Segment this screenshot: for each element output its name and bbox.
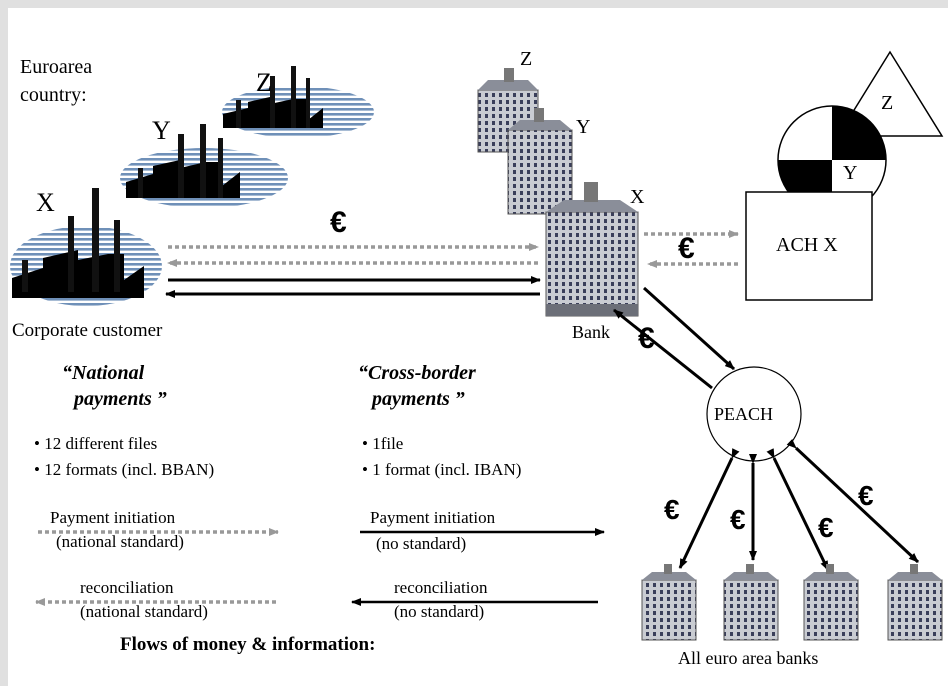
corporate-bank-arrows <box>165 243 541 298</box>
ach-z-label: Z <box>881 92 894 114</box>
ach-y-circle-icon <box>777 105 887 215</box>
crossborder-title-line1: “Cross-border <box>358 362 476 384</box>
bank-x-label: X <box>630 186 645 208</box>
national-bullet-2: • 12 formats (incl. BBAN) <box>34 460 215 479</box>
slide: Euroarea country: Z Y X Z Y X Z Y ACH X … <box>8 8 948 686</box>
euroarea-label-line2: country: <box>20 84 87 106</box>
peach-banks-arrows <box>678 438 920 571</box>
bank-z-label: Z <box>520 48 533 70</box>
factory-y-label: Y <box>152 116 171 145</box>
legend-national-initiation-line1: Payment initiation <box>50 508 176 527</box>
factory-z-label: Z <box>256 68 272 97</box>
legend-cb-initiation-line2: (no standard) <box>376 534 467 553</box>
ach-x-label: ACH X <box>776 234 838 256</box>
crossborder-bullet-2: • 1 format (incl. IBAN) <box>362 460 522 479</box>
footer-title: Flows of money & information: <box>120 634 376 655</box>
euro-area-banks-icons <box>641 564 943 641</box>
crossborder-title-line2: payments ” <box>372 388 465 410</box>
legend-arrows <box>35 528 605 606</box>
euro-symbol-ach: € <box>678 232 695 265</box>
legend-cb-initiation-line1: Payment initiation <box>370 508 496 527</box>
legend-national-initiation-line2: (national standard) <box>56 532 184 551</box>
bank-peach-arrows <box>613 286 736 390</box>
legend-cb-reconciliation-line1: reconciliation <box>394 578 488 597</box>
factory-x-icon <box>10 188 162 306</box>
ach-z-triangle-icon <box>836 50 944 137</box>
national-bullet-1: • 12 different files <box>34 434 158 453</box>
euro-symbol-bank3: € <box>818 512 834 543</box>
diagram-graphics <box>10 50 944 641</box>
national-title-line2: payments ” <box>74 388 167 410</box>
legend-national-reconciliation-line2: (national standard) <box>80 602 208 621</box>
factory-x-label: X <box>36 188 55 217</box>
ach-y-label: Y <box>843 162 858 185</box>
bank-x-icon <box>545 182 639 317</box>
bank-label: Bank <box>572 322 610 342</box>
euroarea-label-line1: Euroarea <box>20 56 93 78</box>
factory-y-icon <box>120 124 288 208</box>
euro-symbol-bank2: € <box>730 504 746 535</box>
peach-label: PEACH <box>714 404 774 424</box>
bank-y-label: Y <box>576 116 591 138</box>
national-title-line1: “National <box>62 362 145 384</box>
factory-z-icon <box>222 66 374 138</box>
euro-symbol-corporate: € <box>330 206 347 239</box>
bank-y-icon <box>507 108 573 215</box>
ach-x-box <box>745 191 873 301</box>
all-banks-label: All euro area banks <box>678 648 819 668</box>
legend-cb-reconciliation-line2: (no standard) <box>394 602 485 621</box>
euro-symbol-bank4: € <box>858 480 874 511</box>
euro-symbol-bank1: € <box>664 494 680 525</box>
legend-national-reconciliation-line1: reconciliation <box>80 578 174 597</box>
euro-symbol-peach: € <box>638 322 655 355</box>
corporate-customer-label: Corporate customer <box>12 320 163 341</box>
bank-ach-arrows <box>644 230 739 268</box>
crossborder-bullet-1: • 1file <box>362 434 404 453</box>
